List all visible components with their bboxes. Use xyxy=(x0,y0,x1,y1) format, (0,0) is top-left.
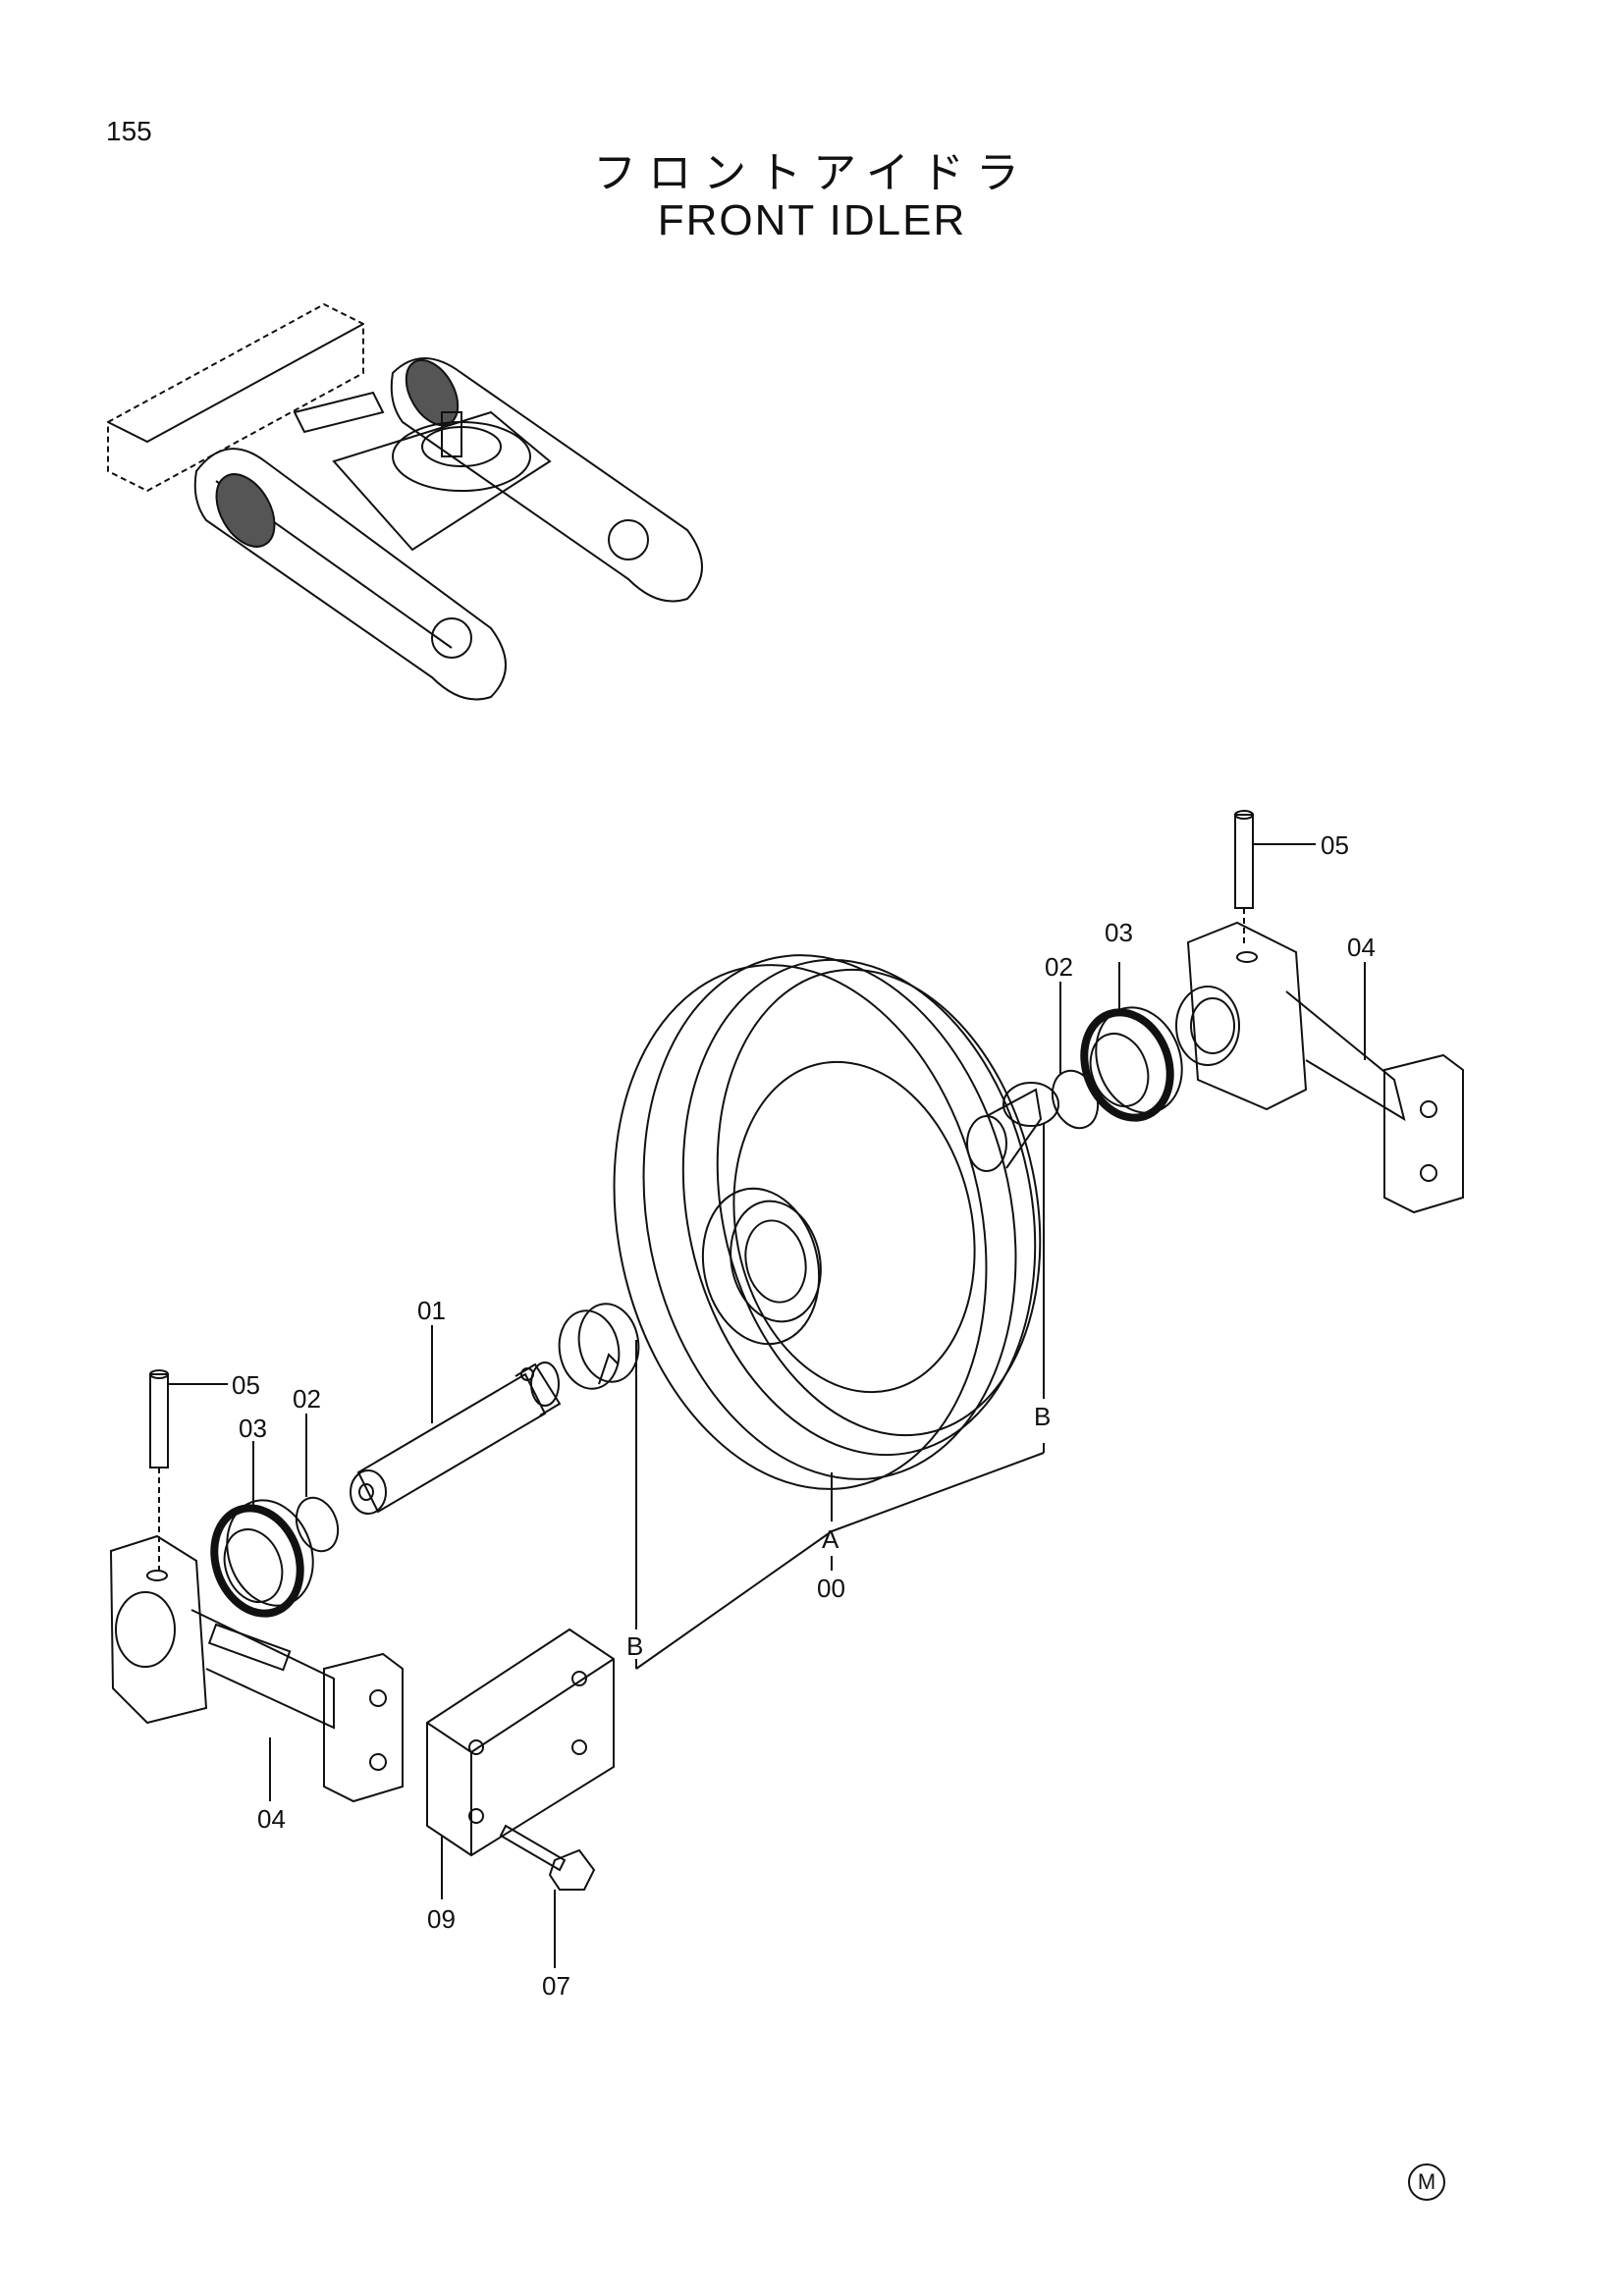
flange-bolt xyxy=(501,1826,594,1890)
callout-07: 07 xyxy=(542,1971,570,2001)
callout-05-left: 05 xyxy=(232,1370,260,1400)
callout-04-right: 04 xyxy=(1347,933,1376,962)
left-o-ring xyxy=(290,1492,346,1557)
callout-02-right: 02 xyxy=(1045,952,1073,982)
callout-04-left: 04 xyxy=(257,1804,286,1834)
support-plate xyxy=(427,1629,614,1855)
title-japanese: フロントアイドラ xyxy=(593,148,1031,198)
right-spring-pin xyxy=(1235,811,1253,947)
callout-03-right: 03 xyxy=(1105,918,1133,947)
left-spring-pin xyxy=(150,1370,168,1571)
title-english: FRONT IDLER xyxy=(657,196,967,244)
manufacturer-mark: M xyxy=(1408,2163,1445,2201)
callout-09: 09 xyxy=(427,1904,456,1934)
callout-02-left: 02 xyxy=(293,1384,321,1414)
callout-00: 00 xyxy=(817,1574,845,1603)
idler-shaft xyxy=(351,1362,560,1514)
callout-05-right: 05 xyxy=(1321,830,1349,860)
idler-wheel xyxy=(568,920,1081,1523)
right-bushing xyxy=(967,1083,1058,1171)
callout-b-right: B xyxy=(1034,1402,1052,1431)
leader-lines xyxy=(167,844,1365,1968)
left-bushing xyxy=(554,1299,645,1393)
left-floating-seal xyxy=(200,1488,328,1626)
page-number: 155 xyxy=(106,116,152,146)
right-floating-seal xyxy=(1070,995,1197,1130)
machine-overview-sketch xyxy=(108,304,702,700)
callout-01: 01 xyxy=(417,1296,446,1325)
callout-b-left: B xyxy=(626,1631,644,1661)
left-bracket xyxy=(111,1536,403,1801)
callout-03-left: 03 xyxy=(239,1414,267,1443)
callout-a: A xyxy=(822,1524,839,1554)
right-bracket xyxy=(1176,923,1463,1212)
